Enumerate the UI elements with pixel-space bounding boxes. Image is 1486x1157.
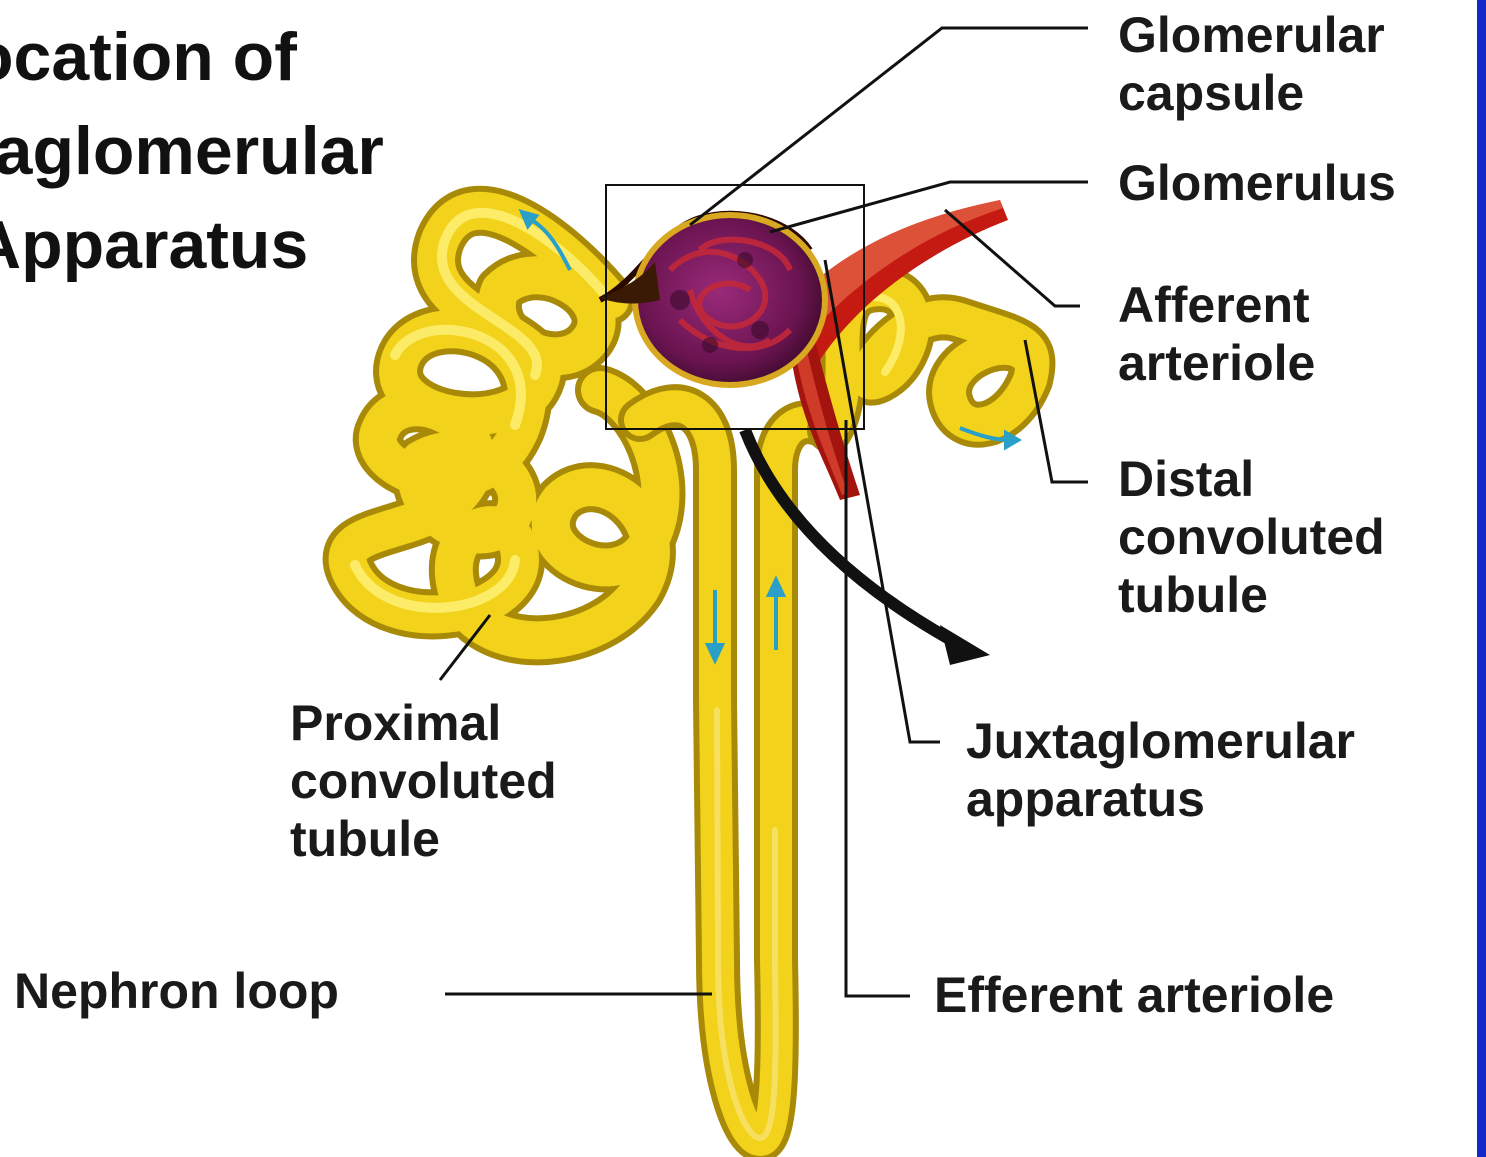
label-line: Glomerular xyxy=(1118,6,1385,64)
label-distal-convoluted-tubule: Distal convoluted tubule xyxy=(1118,450,1385,624)
label-proximal-convoluted-tubule: Proximal convoluted tubule xyxy=(290,694,557,868)
label-line: Glomerulus xyxy=(1118,154,1396,212)
label-line: tubule xyxy=(1118,566,1385,624)
label-line: apparatus xyxy=(966,770,1355,828)
label-nephron-loop: Nephron loop xyxy=(14,962,339,1020)
label-afferent-arteriole: Afferent arteriole xyxy=(1118,276,1315,392)
proximal-tubule-coils xyxy=(348,211,661,641)
label-glomerulus: Glomerulus xyxy=(1118,154,1396,212)
label-line: Proximal xyxy=(290,694,557,752)
label-line: tubule xyxy=(290,810,557,868)
label-line: Juxtaglomerular xyxy=(966,712,1355,770)
title-line-1: ocation of xyxy=(0,10,384,104)
label-line: Afferent xyxy=(1118,276,1315,334)
label-line: convoluted xyxy=(1118,508,1385,566)
label-line: Nephron loop xyxy=(14,962,339,1020)
label-line: convoluted xyxy=(290,752,557,810)
label-line: Efferent arteriole xyxy=(934,966,1334,1024)
label-line: Distal xyxy=(1118,450,1385,508)
label-line: arteriole xyxy=(1118,334,1315,392)
label-efferent-arteriole: Efferent arteriole xyxy=(934,966,1334,1024)
diagram-title: ocation of taglomerular Apparatus xyxy=(0,10,384,292)
glomerulus-illustration xyxy=(600,214,825,385)
label-juxtaglomerular-apparatus: Juxtaglomerular apparatus xyxy=(966,712,1355,828)
title-line-3: Apparatus xyxy=(0,198,384,292)
label-line: capsule xyxy=(1118,64,1385,122)
label-glomerular-capsule: Glomerular capsule xyxy=(1118,6,1385,122)
title-line-2: taglomerular xyxy=(0,104,384,198)
slide-edge-bar xyxy=(1477,0,1486,1157)
